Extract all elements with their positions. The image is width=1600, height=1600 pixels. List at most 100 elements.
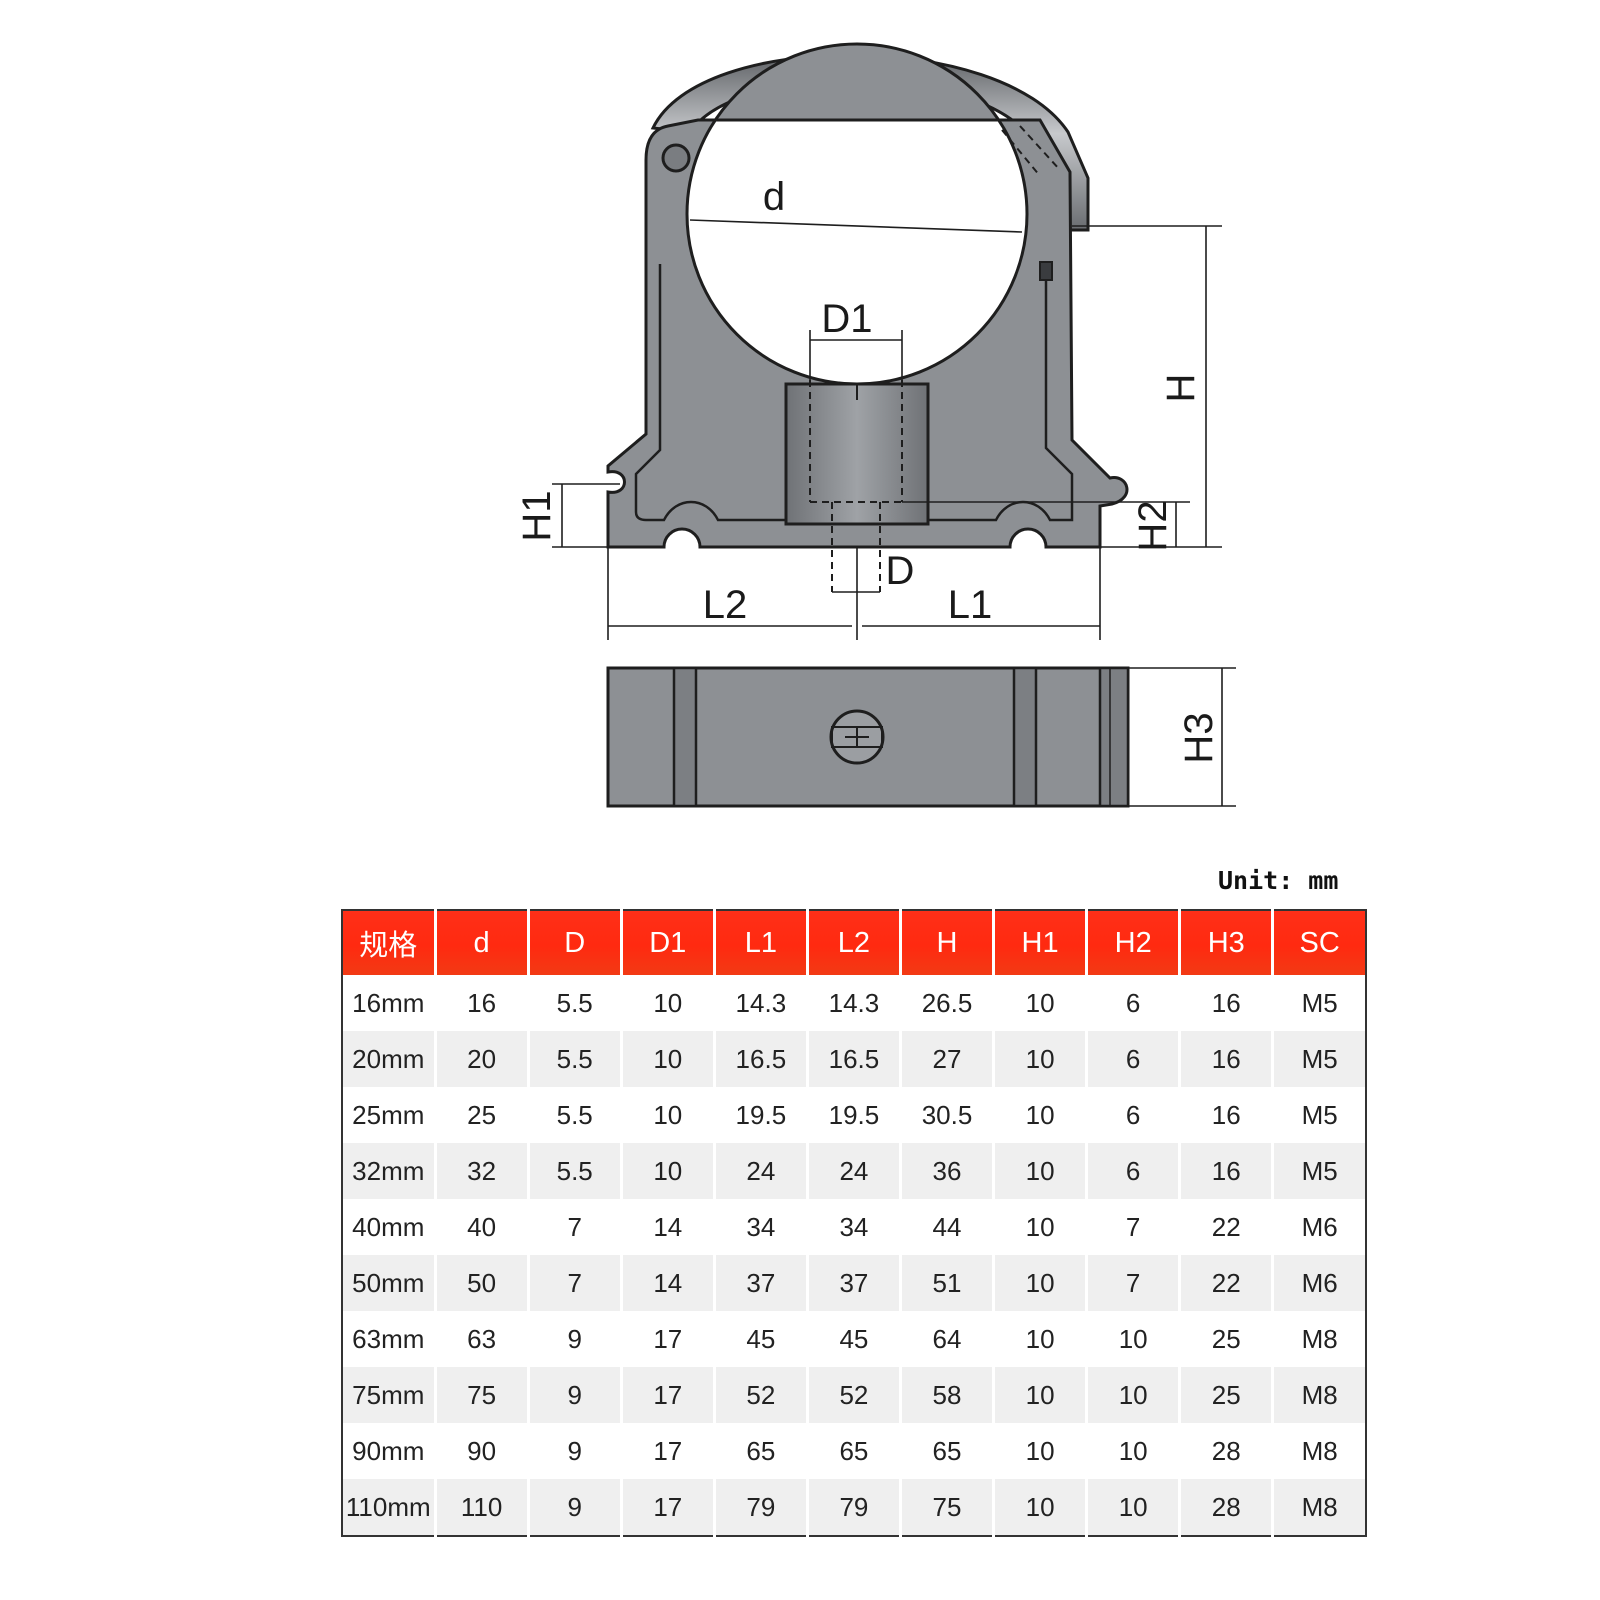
table-cell: 10 — [1085, 1311, 1180, 1367]
table-cell: 10 — [992, 1199, 1087, 1255]
table-cell: 7 — [526, 1199, 622, 1255]
header-D: D — [526, 910, 622, 975]
table-cell: 32mm — [342, 1143, 436, 1199]
header-H: H — [898, 910, 994, 975]
table-cell: 28 — [1178, 1479, 1273, 1536]
table-cell: 16.5 — [805, 1031, 901, 1087]
table-cell: 24 — [712, 1143, 808, 1199]
table-cell: 79 — [805, 1479, 901, 1536]
dim-label-H2: H2 — [1131, 500, 1175, 551]
table-cell: 24 — [805, 1143, 901, 1199]
dim-label-H3: H3 — [1177, 712, 1221, 763]
header-L2: L2 — [805, 910, 901, 975]
table-cell: 25mm — [342, 1087, 436, 1143]
table-cell: 6 — [1085, 975, 1180, 1031]
table-cell: 10 — [619, 975, 715, 1031]
table-cell: 10 — [619, 1031, 715, 1087]
table-cell: 17 — [619, 1423, 715, 1479]
dim-label-d: d — [763, 175, 785, 219]
table-cell: 65 — [712, 1423, 808, 1479]
table-cell: 9 — [526, 1479, 622, 1536]
table-cell: 28 — [1178, 1423, 1273, 1479]
table-cell: 44 — [898, 1199, 994, 1255]
table-cell: 5.5 — [526, 1031, 622, 1087]
table-cell: 51 — [898, 1255, 994, 1311]
table-cell: 10 — [992, 975, 1087, 1031]
table-cell: 6 — [1085, 1031, 1180, 1087]
table-cell: M8 — [1271, 1311, 1366, 1367]
table-cell: 27 — [898, 1031, 994, 1087]
table-cell: M5 — [1271, 1143, 1366, 1199]
table-cell: 10 — [619, 1087, 715, 1143]
header-H3: H3 — [1178, 910, 1273, 975]
table-cell: 22 — [1178, 1255, 1273, 1311]
table-cell: 9 — [526, 1423, 622, 1479]
table-cell: 7 — [526, 1255, 622, 1311]
clamp-bottom-view — [606, 666, 1130, 808]
dim-label-L1: L1 — [948, 583, 993, 627]
table-cell: 45 — [805, 1311, 901, 1367]
table-cell: 50 — [433, 1255, 529, 1311]
table-cell: 6 — [1085, 1087, 1180, 1143]
table-cell: 14.3 — [805, 975, 901, 1031]
table-cell: 9 — [526, 1367, 622, 1423]
table-cell: 63mm — [342, 1311, 436, 1367]
table-cell: 16 — [1178, 1143, 1273, 1199]
header-H1: H1 — [992, 910, 1087, 975]
table-cell: 40mm — [342, 1199, 436, 1255]
table-cell: M5 — [1271, 1087, 1366, 1143]
table-cell: 10 — [1085, 1423, 1180, 1479]
header-SC: SC — [1271, 910, 1366, 975]
table-cell: 10 — [619, 1143, 715, 1199]
table-cell: 19.5 — [805, 1087, 901, 1143]
header-L1: L1 — [712, 910, 808, 975]
table-cell: 22 — [1178, 1199, 1273, 1255]
table-cell: 5.5 — [526, 1087, 622, 1143]
table-cell: 37 — [712, 1255, 808, 1311]
table-cell: 17 — [619, 1479, 715, 1536]
dim-label-L2: L2 — [703, 583, 748, 627]
table-cell: 37 — [805, 1255, 901, 1311]
table-cell: 16 — [1178, 1031, 1273, 1087]
table-cell: 65 — [805, 1423, 901, 1479]
table-cell: 20 — [433, 1031, 529, 1087]
table-cell: 10 — [992, 1031, 1087, 1087]
table-header-row: 规格 d D D1 L1 L2 H H1 H2 H3 SC — [342, 910, 1366, 975]
header-spec: 规格 — [342, 910, 436, 975]
table-cell: 65 — [898, 1423, 994, 1479]
table-cell: 16.5 — [712, 1031, 808, 1087]
table-cell: 10 — [1085, 1367, 1180, 1423]
table-cell: 79 — [712, 1479, 808, 1536]
table-cell: 17 — [619, 1367, 715, 1423]
table-cell: 110 — [433, 1479, 529, 1536]
header-d: d — [433, 910, 529, 975]
clamp-body — [606, 42, 1129, 592]
dimension-lines — [552, 219, 1236, 807]
table-cell: 14 — [619, 1199, 715, 1255]
dim-label-H: H — [1159, 374, 1203, 403]
table-cell: 26.5 — [898, 975, 994, 1031]
table-cell: 10 — [992, 1087, 1087, 1143]
table-cell: 75mm — [342, 1367, 436, 1423]
table-cell: 25 — [1178, 1311, 1273, 1367]
table-cell: 16 — [1178, 975, 1273, 1031]
table-cell: M8 — [1271, 1479, 1366, 1536]
table-cell: M6 — [1271, 1199, 1366, 1255]
table-cell: 45 — [712, 1311, 808, 1367]
table-cell: 14.3 — [712, 975, 808, 1031]
table-cell: 16 — [1178, 1087, 1273, 1143]
table-cell: 16mm — [342, 975, 436, 1031]
table-cell: 5.5 — [526, 975, 622, 1031]
dim-label-H1: H1 — [515, 490, 559, 541]
table-cell: 10 — [992, 1255, 1087, 1311]
table-cell: M5 — [1271, 975, 1366, 1031]
table-cell: 25 — [433, 1087, 529, 1143]
